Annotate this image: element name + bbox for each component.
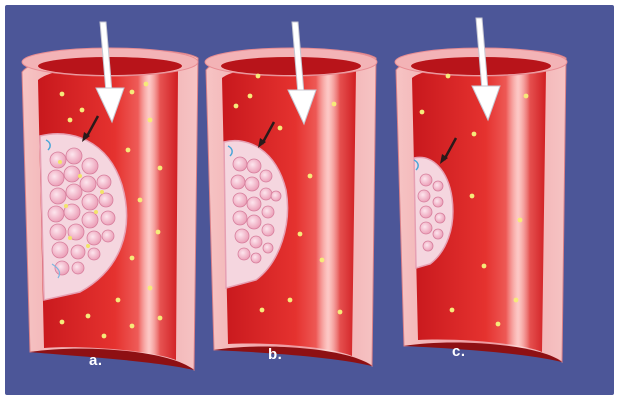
- panel-label-b: b.: [268, 346, 282, 363]
- artery-panel-a: [22, 22, 198, 370]
- panel-label-a: a.: [89, 352, 103, 369]
- panel-label-c: c.: [452, 343, 466, 360]
- artery-panel-c: [395, 18, 567, 362]
- artery-panel-b: [205, 22, 377, 366]
